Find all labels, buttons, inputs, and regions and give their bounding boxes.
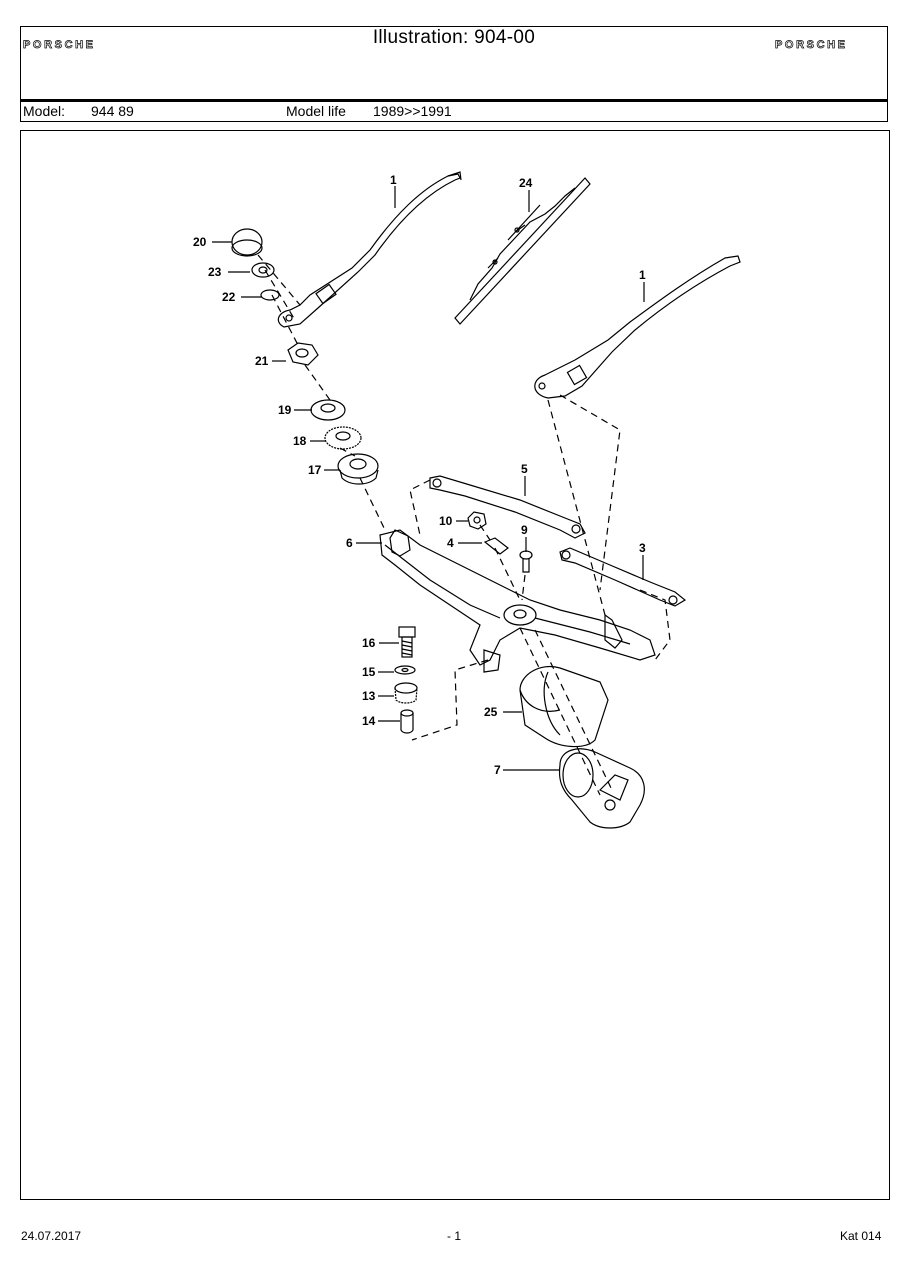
callout-10: 10 (439, 514, 453, 528)
illustration-frame (20, 130, 890, 1200)
callout-20: 20 (193, 235, 207, 249)
footer-date: 24.07.2017 (21, 1229, 82, 1243)
callout-18: 18 (293, 434, 307, 448)
callout-3: 3 (639, 541, 646, 555)
nut-21 (287, 342, 319, 366)
callout-leaders (212, 186, 645, 771)
grommet-cap-20 (231, 228, 263, 257)
wiper-frame (379, 529, 656, 673)
callout-21: 21 (255, 354, 269, 368)
grommet-13 (394, 682, 418, 704)
callout-14: 14 (362, 714, 376, 728)
callout-19: 19 (278, 403, 292, 417)
callout-24: 24 (519, 176, 533, 190)
porsche-logo-right: PORSCHE (775, 37, 879, 55)
callout-4: 4 (447, 536, 454, 550)
washer-19 (310, 399, 346, 421)
spacer-14 (400, 709, 414, 734)
bolt-9 (519, 550, 533, 573)
callout-17: 17 (308, 463, 322, 477)
callout-1-right: 1 (639, 268, 646, 282)
svg-text:PORSCHE: PORSCHE (775, 39, 848, 50)
linkage-rod-3 (559, 547, 687, 607)
callout-15: 15 (362, 665, 376, 679)
header-divider (21, 99, 887, 102)
callout-13: 13 (362, 689, 376, 703)
callout-23: 23 (208, 265, 222, 279)
model-label: Model: (23, 103, 66, 119)
nut-10 (467, 511, 487, 530)
callout-9: 9 (521, 523, 528, 537)
model-life-label: Model life (286, 103, 346, 119)
wiper-motor-7 (558, 748, 645, 829)
bolt-16 (398, 626, 416, 658)
clip-4 (483, 537, 509, 555)
model-row: Model: 944 89 Model life 1989>>1991 (21, 102, 887, 121)
wiper-arm-right (534, 255, 741, 399)
callout-22: 22 (222, 290, 236, 304)
porsche-logo-left: PORSCHE (23, 37, 127, 55)
footer-page-number: - 1 (447, 1229, 462, 1243)
callout-5: 5 (521, 462, 528, 476)
seal-18 (324, 426, 362, 450)
motor-cover-25 (519, 666, 609, 748)
exploded-parts-diagram: 1 24 1 20 23 22 21 19 18 17 5 10 9 4 6 3… (150, 135, 760, 865)
callout-6: 6 (346, 536, 353, 550)
linkage-rod-5 (429, 475, 586, 539)
header: PORSCHE Illustration: 904-00 PORSCHE Mod… (20, 26, 888, 122)
wiper-blade (454, 177, 591, 325)
nut-23 (251, 262, 275, 278)
model-value: 944 89 (91, 103, 134, 119)
callout-25: 25 (484, 705, 498, 719)
wiper-arm-left (277, 171, 462, 328)
washer-15 (394, 665, 416, 675)
model-life-value: 1989>>1991 (373, 103, 452, 119)
callout-7: 7 (494, 763, 501, 777)
footer-catalog: Kat 014 (840, 1229, 882, 1243)
callout-1-left: 1 (390, 173, 397, 187)
svg-text:PORSCHE: PORSCHE (23, 39, 96, 50)
bushing-17 (337, 453, 379, 485)
washer-22 (260, 289, 280, 301)
assembly-lines (257, 254, 671, 796)
callout-16: 16 (362, 636, 376, 650)
page-title: Illustration: 904-00 (372, 27, 536, 48)
